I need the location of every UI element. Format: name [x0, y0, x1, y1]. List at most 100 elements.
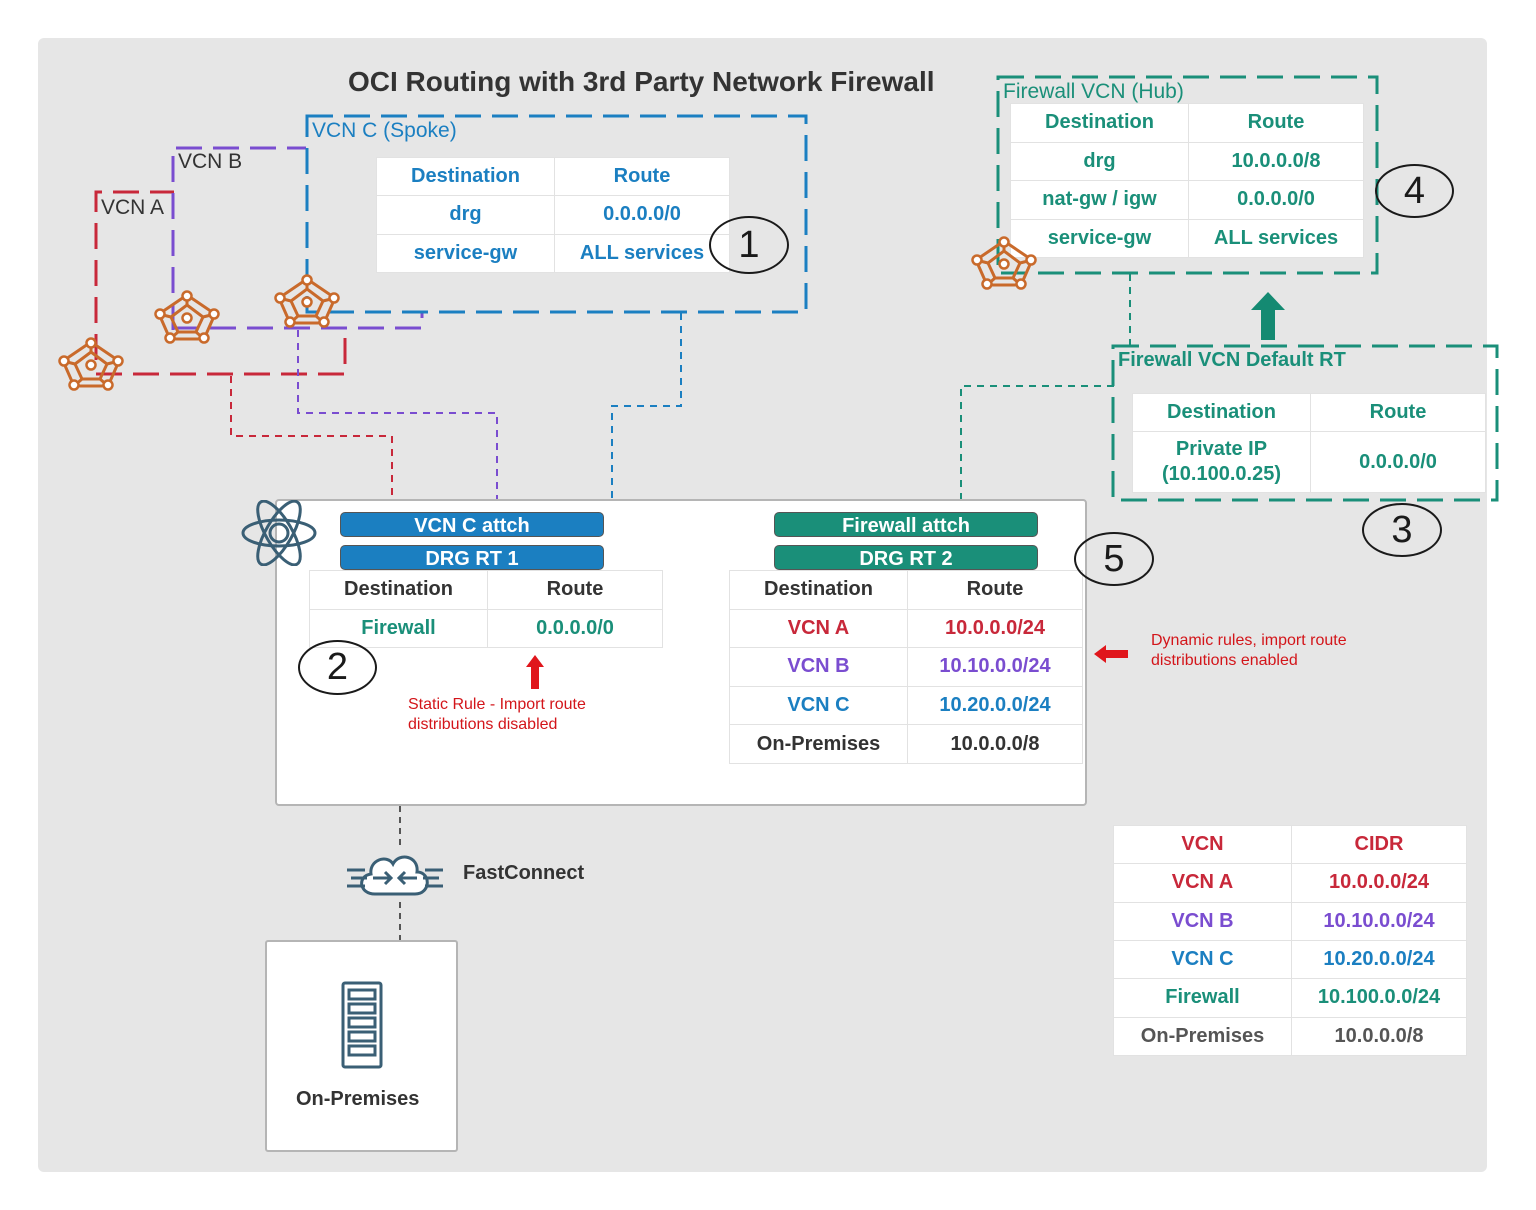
- table-cell: 10.0.0.0/24: [907, 608, 1083, 649]
- vcn-c-attch-pill: VCN C attch: [340, 512, 604, 537]
- server-icon: [341, 981, 383, 1069]
- table-header: Route: [554, 156, 730, 197]
- table-cell: service-gw: [1010, 218, 1189, 258]
- vcn-b-border-bottom: [173, 312, 424, 330]
- table-cell: 0.0.0.0/0: [554, 195, 730, 235]
- fastconnect-icon: [347, 855, 443, 896]
- table-cell: VCN C: [729, 685, 908, 726]
- firewall-default-rt-label: Firewall VCN Default RT: [1118, 349, 1346, 371]
- firewall-hub-border: [996, 75, 1379, 275]
- table-cell: VCN B: [1113, 901, 1292, 941]
- table-cell: drg: [1010, 141, 1189, 181]
- vcn-c-label: VCN C (Spoke): [312, 119, 457, 142]
- table-cell: Firewall: [1113, 978, 1292, 1018]
- badge-4: 4: [1375, 164, 1454, 218]
- vcn-b-connector: [297, 330, 498, 499]
- onprem-label: On-Premises: [296, 1088, 420, 1110]
- table-cell: 0.0.0.0/0: [1188, 180, 1364, 220]
- vcn-c-border: [305, 114, 808, 314]
- table-cell: 0.0.0.0/0: [487, 608, 663, 648]
- table-cell: 0.0.0.0/0: [1310, 431, 1486, 493]
- vcn-a-border-bottom: [96, 330, 347, 376]
- onprem-box: [265, 940, 458, 1152]
- router-icon: [971, 236, 1037, 290]
- router-icon: [274, 274, 340, 328]
- table-header: Route: [907, 570, 1083, 610]
- table-cell: Private IP (10.100.0.25): [1132, 431, 1311, 493]
- table-cell: Firewall: [309, 608, 488, 648]
- drg-icon: [241, 500, 317, 566]
- table-cell: 10.0.0.0/24: [1291, 863, 1467, 903]
- vcn-a-label: VCN A: [101, 196, 165, 219]
- table-cell: VCN C: [1113, 939, 1292, 980]
- table-cell: 10.20.0.0/24: [1291, 939, 1467, 980]
- vcn-b-border: [171, 146, 306, 330]
- router-icon: [58, 337, 124, 391]
- left-arrow-icon: [1094, 645, 1128, 663]
- vcn-c-connector: [611, 313, 682, 499]
- drg-rt-2-pill: DRG RT 2: [774, 545, 1038, 570]
- table-cell: 10.0.0.0/8: [1291, 1016, 1467, 1057]
- firewall-default-rt-border: [1111, 344, 1499, 502]
- table-cell: 10.10.0.0/24: [1291, 901, 1467, 941]
- table-cell: 10.0.0.0/8: [1188, 141, 1364, 181]
- table-header: Destination: [309, 570, 488, 610]
- table-cell: drg: [376, 195, 555, 235]
- static-rule-note: Static Rule - Import route distributions…: [408, 696, 586, 733]
- diagram-title: OCI Routing with 3rd Party Network Firew…: [348, 66, 935, 97]
- firewall-connector: [960, 385, 1114, 499]
- vcn-b-label: VCN B: [178, 150, 243, 173]
- table-header: Route: [487, 570, 663, 610]
- table-cell: ALL services: [1188, 218, 1364, 258]
- table-header: Destination: [1010, 103, 1189, 143]
- table-cell: On-Premises: [1113, 1016, 1292, 1057]
- drg-rt-1-pill: DRG RT 1: [340, 545, 604, 570]
- table-cell: VCN B: [729, 647, 908, 687]
- vcn-a-border: [94, 190, 174, 360]
- table-cell: 10.20.0.0/24: [907, 685, 1083, 726]
- router-icon: [154, 290, 220, 344]
- table-cell: VCN A: [729, 608, 908, 649]
- table-header: Destination: [1132, 393, 1311, 432]
- firewall-hub-label: Firewall VCN (Hub): [1003, 80, 1184, 103]
- badge-3: 3: [1362, 503, 1442, 557]
- table-header: Route: [1310, 393, 1486, 432]
- up-arrow-icon: [526, 655, 544, 689]
- vcn-a-connector: [230, 376, 393, 499]
- badge-5: 5: [1074, 532, 1154, 586]
- table-cell: 10.100.0.0/24: [1291, 978, 1467, 1018]
- table-cell: VCN A: [1113, 863, 1292, 903]
- fastconnect-label: FastConnect: [463, 862, 585, 884]
- table-cell: 10.10.0.0/24: [907, 647, 1083, 687]
- table-cell: On-Premises: [729, 724, 908, 764]
- table-cell: nat-gw / igw: [1010, 180, 1189, 220]
- table-header: Destination: [376, 156, 555, 197]
- table-cell: ALL services: [554, 233, 730, 274]
- dynamic-rule-note: Dynamic rules, import route distribution…: [1151, 632, 1347, 669]
- table-header: Route: [1188, 103, 1364, 143]
- table-header: VCN: [1113, 824, 1292, 865]
- firewall-attch-pill: Firewall attch: [774, 512, 1038, 537]
- table-cell: service-gw: [376, 233, 555, 274]
- badge-2: 2: [298, 640, 377, 695]
